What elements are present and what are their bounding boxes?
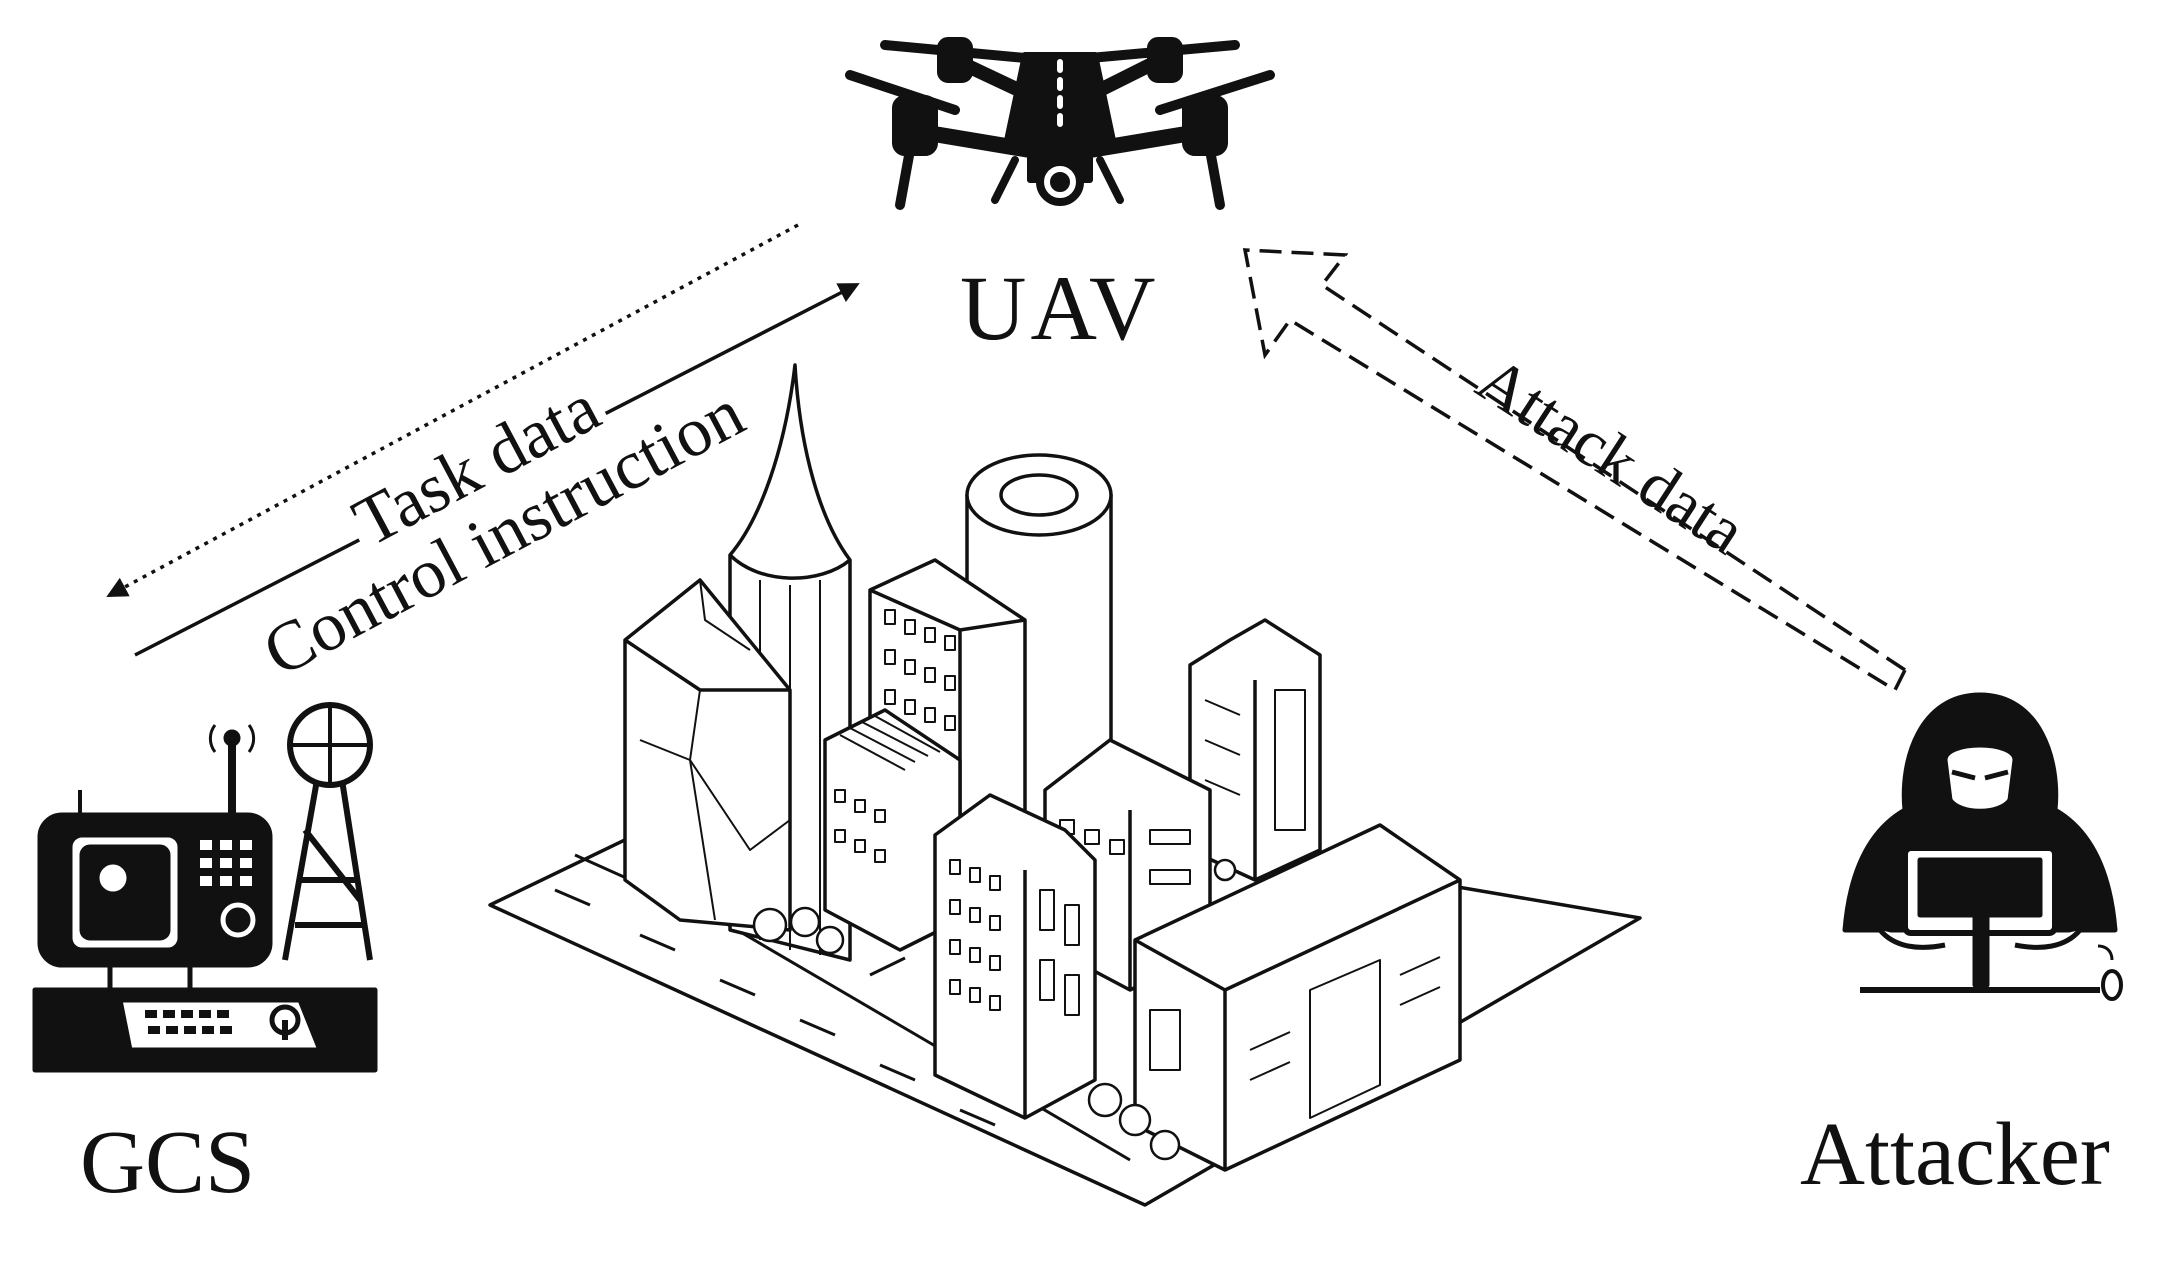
city-block-icon <box>488 363 1642 1207</box>
attacker-label: Attacker <box>1800 1105 2110 1204</box>
edge-task-data <box>106 223 799 597</box>
uav-label: UAV <box>960 257 1160 359</box>
edge-attack-data <box>1242 248 1908 693</box>
hacker-icon <box>1842 692 2123 1001</box>
gcs-label: GCS <box>80 1113 256 1212</box>
ground-control-station-icon <box>32 702 378 1073</box>
drone-icon <box>845 37 1275 210</box>
